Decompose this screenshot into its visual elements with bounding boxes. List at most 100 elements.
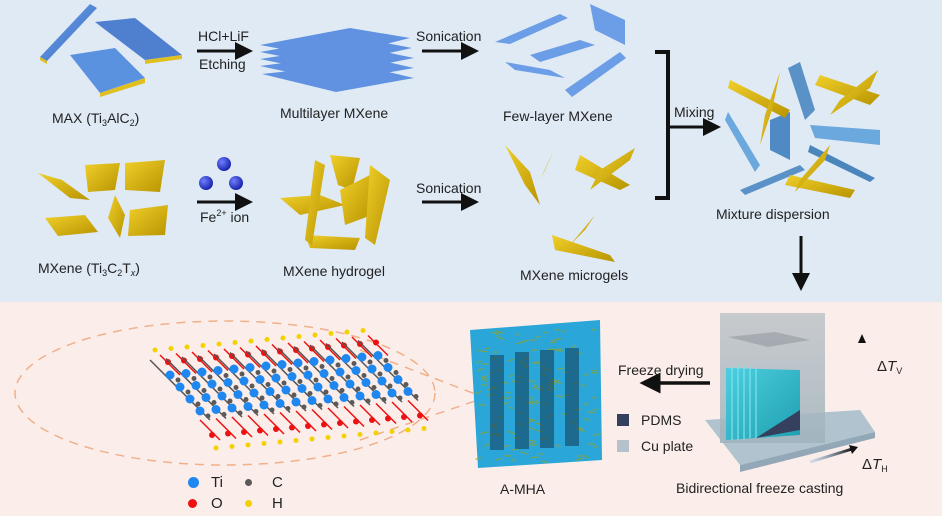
freeze-drying-label: Freeze drying bbox=[618, 362, 704, 378]
c-atom bbox=[253, 409, 259, 414]
c-atom bbox=[413, 394, 419, 399]
h-atom bbox=[261, 441, 267, 446]
delta-tv-label: ΔTV bbox=[877, 358, 903, 376]
ti-atom bbox=[403, 387, 413, 396]
zoom-ellipse bbox=[14, 320, 436, 466]
c-atom bbox=[393, 370, 399, 375]
h-atom bbox=[152, 347, 158, 353]
lattice-bond bbox=[279, 411, 301, 434]
lattice-bond bbox=[319, 339, 341, 361]
ti-atom bbox=[281, 385, 291, 395]
c-atom bbox=[355, 386, 361, 392]
h-atom bbox=[277, 439, 283, 445]
c-atom bbox=[365, 398, 371, 404]
o-atom bbox=[289, 424, 295, 431]
a-mha-aerogel bbox=[470, 320, 602, 468]
aerogel-texture-stroke bbox=[557, 367, 565, 370]
lattice-bond bbox=[303, 340, 325, 363]
lattice-bond bbox=[391, 401, 413, 423]
h-atom bbox=[168, 346, 174, 351]
h-atom bbox=[360, 328, 366, 333]
aerogel-texture-stroke bbox=[503, 444, 511, 448]
aerogel-texture-stroke bbox=[480, 431, 489, 435]
lattice-bond bbox=[223, 348, 245, 370]
max-phase-label: MAX (Ti3AlC2) bbox=[52, 110, 140, 128]
delta-tv-arrowhead bbox=[858, 334, 866, 343]
aerogel-texture-stroke bbox=[550, 341, 556, 344]
aerogel-texture-stroke bbox=[510, 458, 516, 463]
c-atom bbox=[211, 400, 217, 405]
h-atom bbox=[248, 338, 254, 344]
ti-atom bbox=[323, 394, 333, 404]
h-atom bbox=[245, 442, 251, 448]
mxene-microgels bbox=[505, 145, 635, 262]
lattice-bond bbox=[335, 337, 357, 360]
ti-atom bbox=[197, 367, 207, 377]
mxene-atomic-lattice bbox=[149, 328, 429, 451]
h-atom bbox=[373, 430, 379, 436]
h-atom bbox=[264, 337, 270, 342]
aerogel-texture-stroke bbox=[528, 401, 534, 405]
aerogel-texture-stroke bbox=[592, 408, 598, 412]
sonication-label-bottom: Sonication bbox=[416, 180, 482, 196]
h-atom bbox=[389, 429, 395, 434]
h-atom bbox=[293, 438, 299, 443]
aerogel-texture-stroke bbox=[550, 338, 557, 342]
mxene-label: MXene (Ti3C2Tx) bbox=[38, 260, 140, 278]
c-atom bbox=[301, 404, 307, 410]
o-atom bbox=[209, 432, 215, 438]
lattice-bond bbox=[271, 343, 293, 366]
lattice-bond bbox=[215, 417, 237, 440]
c-atom bbox=[303, 365, 309, 371]
etching-reagent-label: HCl+LiF bbox=[198, 28, 249, 44]
aerogel-texture-stroke bbox=[587, 411, 595, 414]
aerogel-texture-stroke bbox=[534, 401, 540, 405]
ti-atom bbox=[261, 361, 271, 371]
c-atom bbox=[269, 407, 275, 413]
aerogel-texture-stroke bbox=[520, 451, 529, 455]
aerogel-texture-stroke bbox=[580, 384, 587, 387]
lattice-bond bbox=[239, 346, 261, 369]
c-atom bbox=[227, 398, 233, 404]
aerogel-texture-stroke bbox=[504, 454, 510, 458]
few-layer-mxene-label: Few-layer MXene bbox=[503, 108, 613, 124]
o-atom bbox=[321, 421, 327, 428]
o-atom bbox=[401, 414, 407, 420]
o-atom bbox=[197, 356, 203, 362]
ti-atom bbox=[367, 364, 377, 374]
lattice-bond bbox=[367, 334, 389, 357]
delta-th-arrowhead bbox=[849, 445, 858, 454]
atom-legend-row-1: Ti C bbox=[188, 474, 283, 491]
aerogel-texture-stroke bbox=[515, 333, 520, 336]
aerogel-texture-stroke bbox=[531, 361, 539, 364]
aerogel-texture-stroke bbox=[528, 379, 536, 383]
lattice-bond bbox=[327, 407, 349, 429]
delta-th-arrow bbox=[809, 447, 853, 464]
o-atom bbox=[357, 341, 363, 347]
h-label: H bbox=[272, 495, 283, 512]
aerogel-texture-stroke bbox=[508, 373, 515, 378]
o-atom bbox=[385, 415, 391, 422]
ti-atom bbox=[227, 403, 237, 413]
ti-atom bbox=[393, 375, 403, 384]
o-atom bbox=[229, 353, 235, 359]
c-atom bbox=[387, 383, 393, 389]
delta-th-label: ΔTH bbox=[862, 456, 888, 474]
o-atom bbox=[293, 347, 299, 353]
ti-atom bbox=[355, 391, 365, 401]
aerogel-texture-stroke bbox=[578, 428, 586, 433]
aerogel-texture-stroke bbox=[590, 369, 599, 372]
aerogel-texture-stroke bbox=[507, 358, 515, 362]
ti-atom bbox=[271, 373, 281, 383]
o-atom bbox=[273, 426, 279, 432]
a-mha-label: A-MHA bbox=[500, 481, 546, 497]
ti-atom bbox=[351, 366, 361, 375]
c-atom bbox=[333, 401, 339, 407]
freeze-casting-label: Bidirectional freeze casting bbox=[676, 480, 844, 496]
c-atom bbox=[243, 397, 249, 402]
ti-atom bbox=[265, 387, 275, 396]
aerogel-texture-stroke bbox=[529, 441, 536, 445]
aerogel-texture-stroke bbox=[474, 390, 482, 395]
ti-atom bbox=[361, 378, 371, 387]
h-atom bbox=[200, 343, 206, 348]
